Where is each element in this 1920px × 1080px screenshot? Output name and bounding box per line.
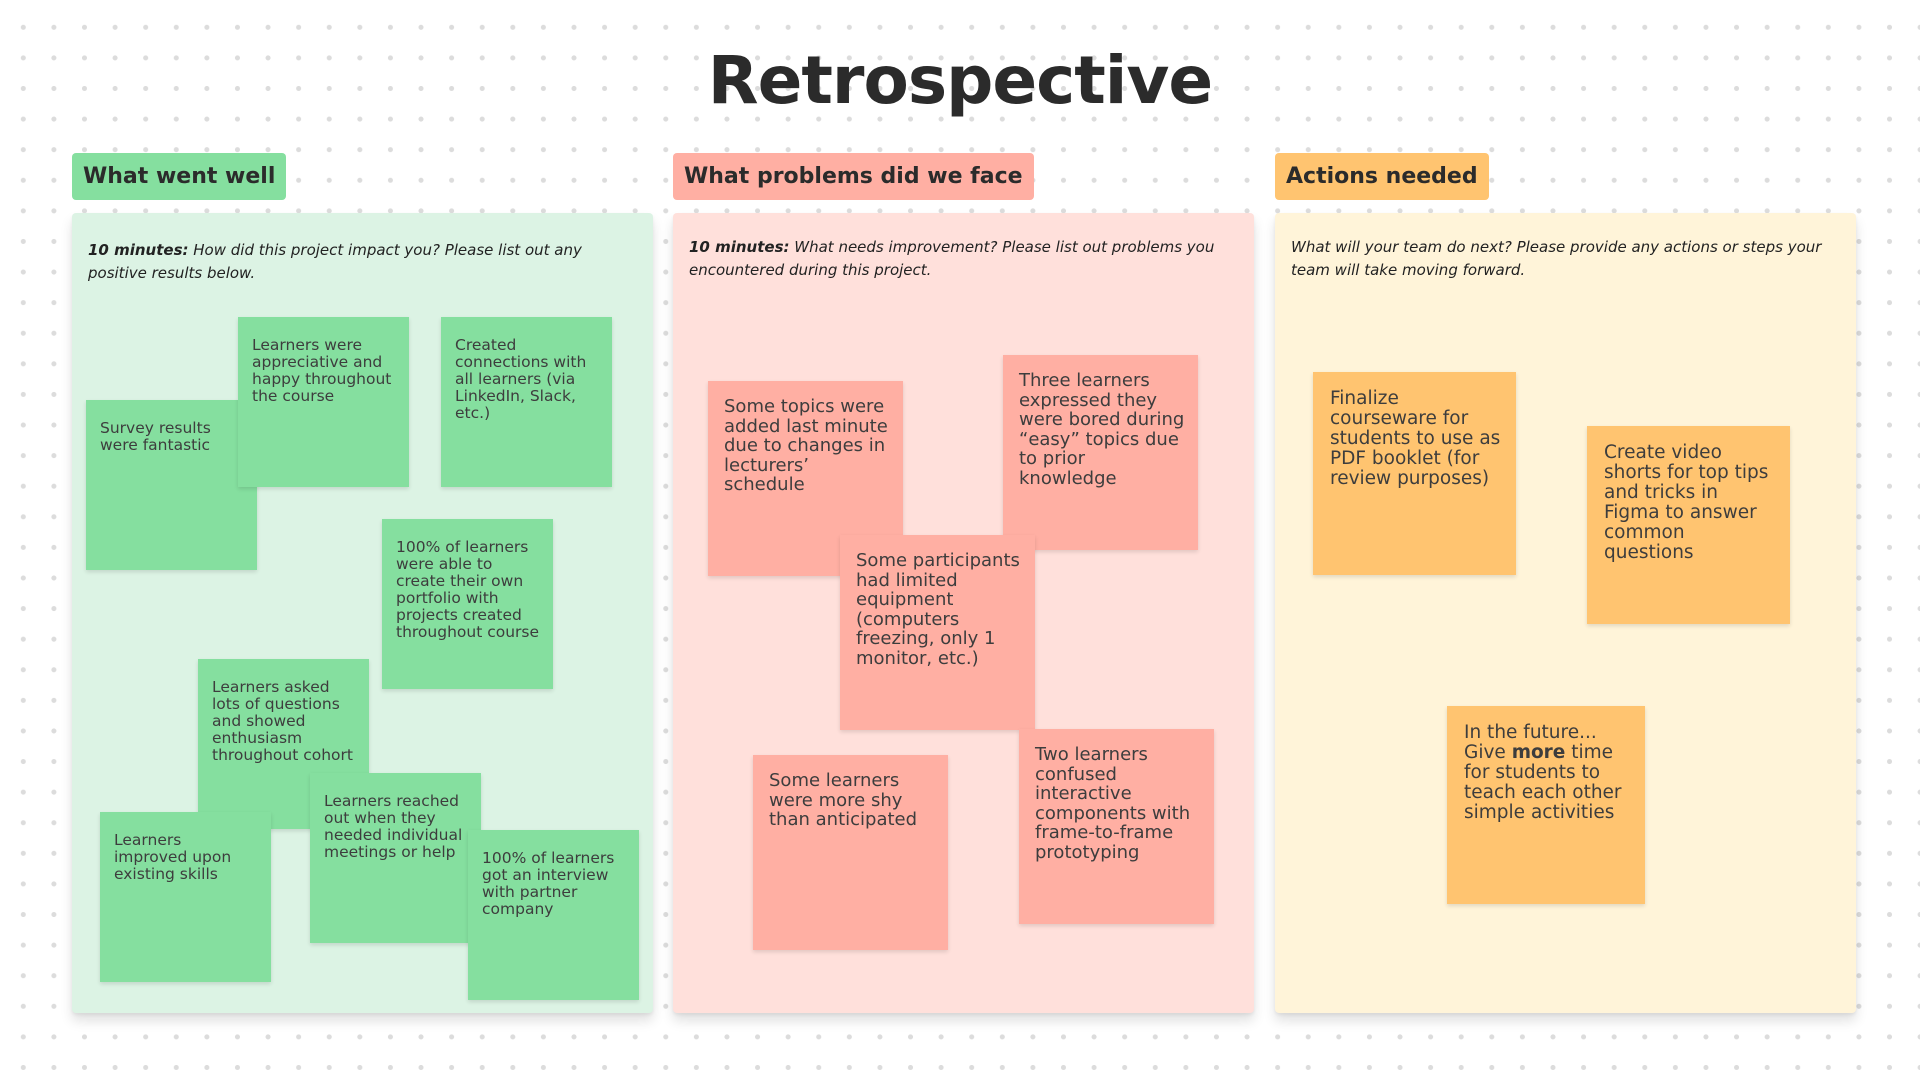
sticky-note[interactable]: Create video shorts for top tips and tri… [1587, 426, 1790, 624]
page-title: Retrospective [707, 42, 1213, 119]
note-text: Created connections with all learners (v… [455, 336, 587, 422]
note-text: Some learners were more shy than anticip… [769, 770, 918, 830]
note-text: 100% of learners were able to create the… [396, 538, 540, 641]
desc-text: What will your team do next? Please prov… [1291, 238, 1822, 279]
note-text: Three learners expressed they were bored… [1019, 370, 1185, 489]
panel-description: 10 minutes: How did this project impact … [88, 239, 628, 285]
note-text: Two learners confused interactive compon… [1035, 744, 1191, 863]
sticky-note[interactable]: 100% of learners got an interview with p… [468, 830, 639, 1000]
note-text: Finalize courseware for students to use … [1330, 388, 1501, 489]
note-text: Create video shorts for top tips and tri… [1604, 442, 1769, 563]
sticky-note[interactable]: Survey results were fantastic [86, 400, 257, 570]
column-header-what-problems: What problems did we face [673, 153, 1034, 200]
sticky-note[interactable]: Created connections with all learners (v… [441, 317, 612, 487]
sticky-note-future[interactable]: In the future... Give more time for stud… [1447, 706, 1645, 904]
panel-description: What will your team do next? Please prov… [1291, 236, 1831, 282]
sticky-note[interactable]: Two learners confused interactive compon… [1019, 729, 1214, 924]
note-text-line1: In the future... [1464, 722, 1597, 743]
note-text-line2: Give more time for students to teach eac… [1464, 742, 1622, 823]
sticky-note[interactable]: Learners reached out when they needed in… [310, 773, 481, 943]
note-text-bold: more [1511, 742, 1566, 763]
note-text: Learners asked lots of questions and sho… [212, 678, 353, 764]
sticky-note[interactable]: Some topics were added last minute due t… [708, 381, 903, 576]
note-text: Some topics were added last minute due t… [724, 396, 888, 495]
note-text: Learners improved upon existing skills [114, 831, 232, 883]
sticky-note[interactable]: Learners were appreciative and happy thr… [238, 317, 409, 487]
sticky-note[interactable]: Three learners expressed they were bored… [1003, 355, 1198, 550]
note-text-post: time for students to teach each other si… [1464, 742, 1622, 823]
desc-text: What needs improvement? Please list out … [689, 238, 1215, 279]
panel-what-went-well[interactable]: 10 minutes: How did this project impact … [72, 213, 653, 1013]
desc-text: How did this project impact you? Please … [88, 241, 582, 282]
desc-bold: 10 minutes: [88, 241, 189, 259]
note-text: Learners were appreciative and happy thr… [252, 336, 392, 405]
note-text: Survey results were fantastic [100, 419, 211, 454]
column-header-what-went-well: What went well [72, 153, 287, 200]
panel-actions-needed[interactable]: What will your team do next? Please prov… [1275, 213, 1856, 1013]
note-text-pre: Give [1464, 742, 1512, 763]
column-header-actions-needed: Actions needed [1275, 153, 1489, 200]
sticky-note[interactable]: Some learners were more shy than anticip… [753, 755, 948, 950]
sticky-note[interactable]: Some participants had limited equipment … [840, 535, 1035, 730]
sticky-note[interactable]: Finalize courseware for students to use … [1313, 372, 1516, 575]
panel-what-problems[interactable]: 10 minutes: What needs improvement? Plea… [673, 213, 1254, 1013]
sticky-note[interactable]: Learners improved upon existing skills [100, 812, 271, 982]
note-text: 100% of learners got an interview with p… [482, 849, 615, 918]
note-text: Some participants had limited equipment … [856, 550, 1020, 669]
panel-description: 10 minutes: What needs improvement? Plea… [689, 236, 1229, 282]
desc-bold: 10 minutes: [689, 238, 790, 256]
sticky-note[interactable]: 100% of learners were able to create the… [382, 519, 553, 689]
note-text: Learners reached out when they needed in… [324, 792, 463, 861]
